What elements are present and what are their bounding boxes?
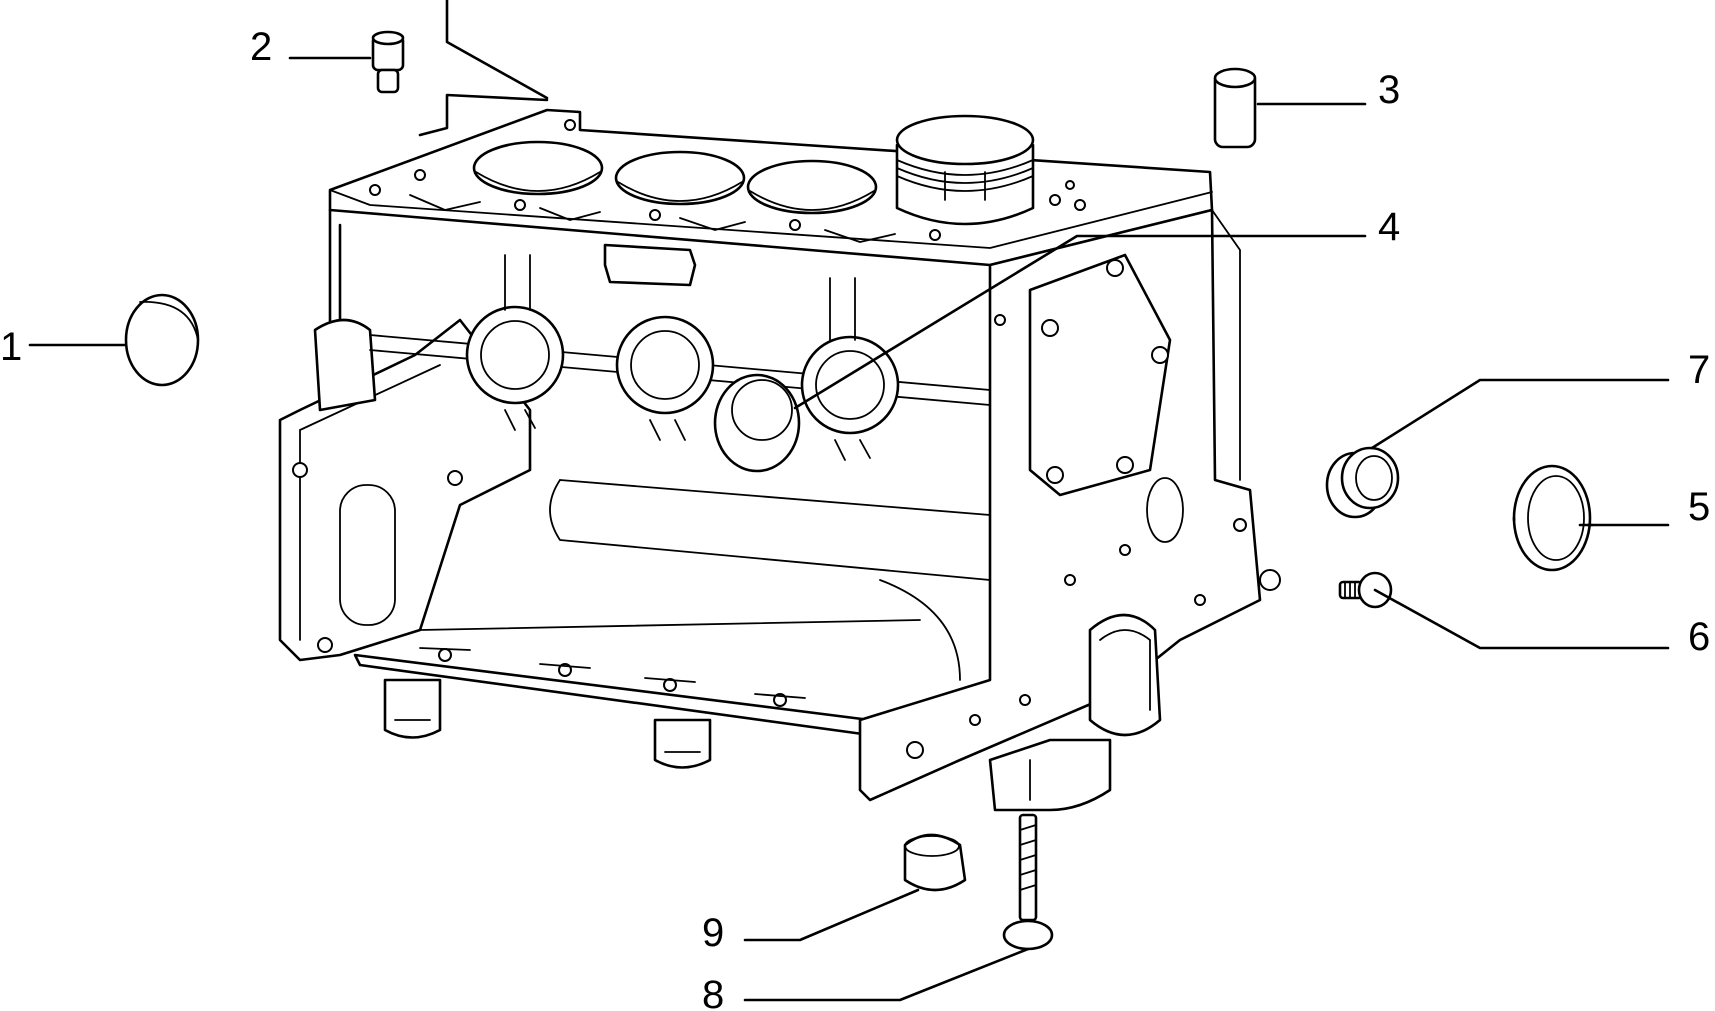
label-3: 3 (1378, 68, 1400, 112)
part-6-plug-screw (1338, 571, 1393, 609)
label-5: 5 (1688, 485, 1710, 529)
part-7-flanged-bushing (1325, 446, 1400, 519)
part-2-dowel (371, 30, 405, 94)
label-8: 8 (702, 973, 724, 1011)
cylinder-bore-2 (614, 150, 746, 206)
piston (895, 114, 1035, 226)
label-4: 4 (1378, 205, 1400, 249)
label-2: 2 (250, 25, 272, 69)
label-1: 1 (0, 325, 22, 369)
part-4-ring-seal (713, 373, 801, 473)
part-8-bolt (1002, 813, 1054, 951)
part-3-bushing (1213, 67, 1257, 149)
part-1-core-plug (124, 293, 200, 387)
cylinder-bore-3 (746, 159, 878, 215)
engine-block (278, 0, 1281, 812)
label-7: 7 (1688, 348, 1710, 392)
part-5-sleeve (1512, 464, 1592, 572)
deck-holes (369, 119, 1086, 243)
part-labels: 1 2 3 4 5 6 7 8 9 (0, 25, 1710, 1011)
label-6: 6 (1688, 615, 1710, 659)
cylinder-bore-1 (472, 140, 604, 196)
front-face-holes (906, 314, 1281, 759)
main-bearing-saddles (465, 254, 900, 461)
timing-cover-plate (1028, 253, 1172, 497)
part-9-cap (903, 833, 967, 892)
label-9: 9 (702, 911, 724, 955)
leader-lines (28, 56, 1670, 1002)
pan-rail-holes (419, 647, 806, 707)
